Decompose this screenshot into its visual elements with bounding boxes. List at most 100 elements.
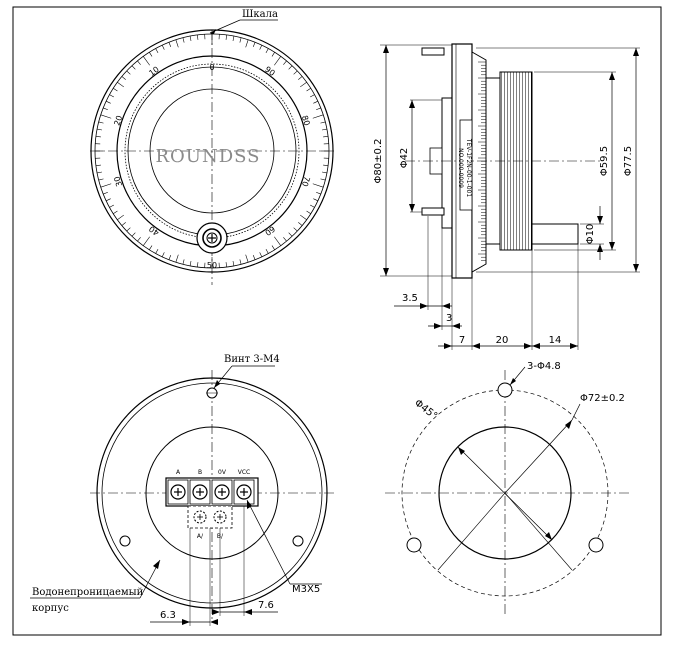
dial-tick xyxy=(132,66,135,70)
waterproof-label-1: Водонепроницаемый xyxy=(32,587,144,598)
dim-3-5: 3.5 xyxy=(402,293,418,304)
dial-tick xyxy=(106,199,111,201)
waterproof-label-2: корпус xyxy=(32,603,69,614)
dial-number: 80 xyxy=(300,114,312,126)
dial-tick xyxy=(96,136,101,137)
angle-label: Φ45° xyxy=(412,398,439,422)
dial-tick xyxy=(99,122,104,123)
dial-tick xyxy=(294,228,298,231)
dial-tick xyxy=(97,172,102,173)
dial-tick xyxy=(274,237,280,246)
dial-tick xyxy=(272,246,275,250)
dial-number: 30 xyxy=(112,175,124,187)
brand-logo: ROUNDSS xyxy=(155,146,260,167)
dial-tick xyxy=(156,48,158,52)
dim-14: 14 xyxy=(549,335,562,346)
dial-tick xyxy=(283,61,286,65)
dial-number: 20 xyxy=(112,114,124,126)
dial-tick xyxy=(183,38,184,43)
dial-number: 40 xyxy=(147,224,161,237)
dial-tick xyxy=(226,262,227,267)
dial-tick xyxy=(298,222,302,225)
dial-tick xyxy=(143,56,149,65)
dial-tick xyxy=(176,255,178,263)
dial-zero-top: 0 xyxy=(209,63,214,72)
dial-tick xyxy=(240,259,241,264)
dial-number: 90 xyxy=(263,65,277,78)
dial-tick xyxy=(103,108,108,110)
dial-tick xyxy=(109,95,113,97)
dial-zero-bottom: 50 xyxy=(207,261,217,270)
dial-tick xyxy=(169,42,171,47)
dial-tick xyxy=(313,184,323,187)
panel-hole-top xyxy=(498,383,512,397)
dial-tick xyxy=(233,36,234,41)
dial-tick xyxy=(289,66,292,70)
side-label-1: TEV-1F2N-00-1-001 xyxy=(465,138,472,198)
dial-tick xyxy=(137,237,140,241)
dial-tick xyxy=(240,38,241,43)
dial-tick xyxy=(266,249,268,253)
scale-label: Шкала xyxy=(242,9,278,20)
dial-tick xyxy=(313,115,323,118)
dim-d77: Φ77.5 xyxy=(623,146,634,176)
dial-tick xyxy=(310,205,314,207)
dial-tick xyxy=(322,129,327,130)
drawing-frame xyxy=(13,7,661,635)
dial-tick xyxy=(316,192,321,194)
dial-tick xyxy=(169,255,171,260)
dial-tick xyxy=(323,165,328,166)
dial-tick xyxy=(117,215,123,220)
dial-tick xyxy=(260,45,262,50)
dim-7-6: 7.6 xyxy=(258,600,274,611)
dial-tick xyxy=(313,199,318,201)
dial-tick xyxy=(320,179,325,180)
sub-terminal-label: B/ xyxy=(217,533,224,540)
dial-number: 70 xyxy=(300,175,312,187)
dial-tick xyxy=(127,71,131,74)
dial-tick xyxy=(109,205,113,207)
dim-d80: Φ80±0.2 xyxy=(373,139,384,184)
terminal-label: 0V xyxy=(218,469,227,476)
dial-tick xyxy=(274,56,280,65)
dial-tick xyxy=(272,52,275,56)
holes-label: 3-Φ4.8 xyxy=(527,361,561,372)
terminal-label: VCC xyxy=(238,469,250,476)
dial-tick xyxy=(294,71,298,74)
dial-tick xyxy=(300,215,306,220)
pitch-circle-label: Φ72±0.2 xyxy=(580,393,625,404)
dim-3: 3 xyxy=(446,313,452,324)
dial-tick xyxy=(156,249,158,253)
terminal-screw-label: M3X5 xyxy=(292,584,320,595)
dim-20: 20 xyxy=(496,335,509,346)
sub-terminal-label: A/ xyxy=(197,533,204,540)
dial-tick xyxy=(162,252,164,257)
dial-tick xyxy=(176,40,178,48)
dial-number: 10 xyxy=(147,65,161,78)
panel-hole-left xyxy=(407,538,421,552)
mount-hole-right xyxy=(293,536,303,546)
dial-tick xyxy=(101,115,111,118)
dial-tick xyxy=(132,233,135,237)
dial-tick xyxy=(127,228,131,231)
dial-tick xyxy=(137,61,140,65)
dial-tick xyxy=(266,48,268,52)
dim-d59: Φ59.5 xyxy=(599,146,610,176)
dial-tick xyxy=(322,172,327,173)
dial-tick xyxy=(190,36,191,41)
dial-tick xyxy=(113,211,117,214)
dial-tick xyxy=(253,255,255,260)
dial-tick xyxy=(117,82,123,87)
dim-7: 7 xyxy=(459,335,465,346)
dial-tick xyxy=(143,237,149,246)
mounting-view: 3-Φ4.8 Φ72±0.2 Φ45° xyxy=(385,361,630,615)
dial-tick xyxy=(96,165,101,166)
dial-tick xyxy=(197,262,198,267)
dial-tick xyxy=(106,101,111,103)
dial-tick xyxy=(253,42,255,47)
